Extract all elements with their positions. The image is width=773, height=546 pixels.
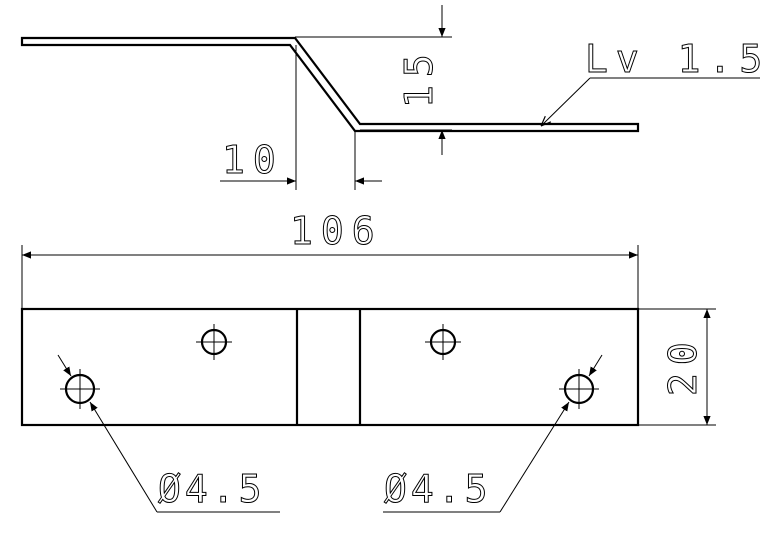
plate-outline [20,307,640,427]
height-dimension: 15 [295,5,452,155]
length-dimension: 106 [21,209,639,309]
thickness-leader: Lv 1.5 [541,37,770,126]
width-dimension: 20 [638,308,716,426]
hole-top-left [196,324,232,360]
offset-dimension: 10 [220,45,382,190]
plan-view: 106 20 [20,209,716,513]
offset-dim-label: 10 [222,138,284,182]
hole-bottom-left: Ø4.5 [57,354,280,513]
hole-top-right [425,324,461,360]
strip-profile [20,36,640,133]
hole-left-label: Ø4.5 [158,467,266,511]
width-dim-label: 20 [661,334,705,396]
side-view: 15 10 Lv 1.5 [20,5,770,190]
length-dim-label: 106 [290,209,383,253]
hole-bottom-right: Ø4.5 [383,354,603,513]
height-dim-label: 15 [397,46,441,108]
thickness-label: Lv 1.5 [585,37,770,81]
hole-right-label: Ø4.5 [384,467,492,511]
